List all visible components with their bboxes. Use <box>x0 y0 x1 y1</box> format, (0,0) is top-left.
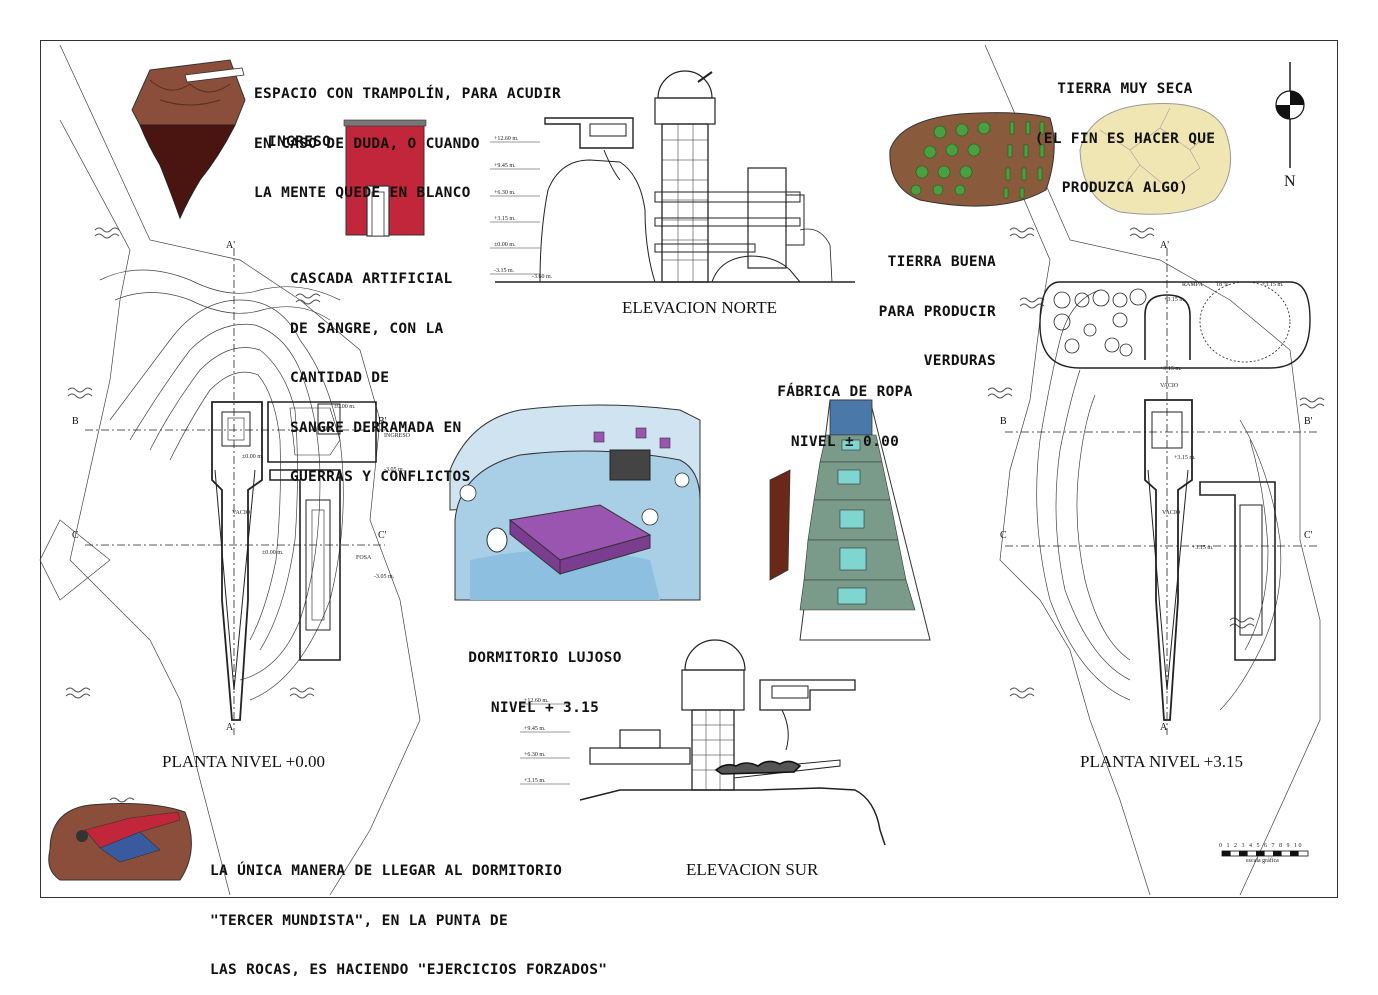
plan315-vacio-1: VACIO <box>1160 383 1179 389</box>
blood-waterfall-line-2: DE SANGRE, CON LA <box>290 320 444 337</box>
axis-b-right: B <box>1000 416 1007 427</box>
dry-soil-line-1: TIERRA MUY SECA <box>1057 81 1193 97</box>
only-way-line-1: LA ÚNICA MANERA DE LLEGAR AL DORMITORIO <box>210 863 563 879</box>
water-symbols <box>65 227 1325 809</box>
bedroom-note: DORMITORIO LUJOSO NIVEL + 3.15 <box>460 617 630 733</box>
level-sur-315: +3.15 m. <box>524 778 546 784</box>
bedroom-line-2: NIVEL + 3.15 <box>490 699 600 716</box>
level-norte-315: +3.15 m. <box>494 216 516 222</box>
trampoline-note-line-2: EN CASO DE DUDA, O CUANDO <box>254 135 480 152</box>
north-label: N <box>1284 173 1296 190</box>
blood-waterfall-note: CASCADA ARTIFICIAL DE SANGRE, CON LA CAN… <box>290 238 471 502</box>
good-soil-line-2: PARA PRODUCIR <box>878 303 996 320</box>
plan-level-315 <box>1005 248 1320 735</box>
trampoline-rock-illustration <box>131 59 246 220</box>
plan0-level-d: -3.05 m. <box>384 467 405 473</box>
plan0-level-a: ±0.00 m. <box>334 404 356 410</box>
factory-line-1: FÁBRICA DE ROPA <box>777 384 913 400</box>
level-sur-945: +9.45 m. <box>524 726 546 732</box>
level-markers-north <box>490 141 570 785</box>
axis-b-prime-left: B' <box>378 416 387 427</box>
scale-label: escala gráfica <box>1246 858 1279 864</box>
factory-illustration <box>769 399 931 641</box>
blood-waterfall-line-5: GUERRAS Y CONFLICTOS <box>290 469 471 485</box>
only-way-line-3: LAS ROCAS, ES HACIENDO "EJERCICIOS FORZA… <box>210 962 608 978</box>
plan315-level-d: +3.15 m. <box>1174 455 1196 461</box>
blood-waterfall-line-4: SANGRE DERRAMADA EN <box>290 419 462 436</box>
drawing-sheet <box>40 40 1338 898</box>
plan315-level-c: +3.15 m. <box>1160 366 1182 372</box>
axis-a-prime-left: A' <box>226 240 236 251</box>
dry-soil-note: TIERRA MUY SECA (EL FIN ES HACER QUE PRO… <box>1020 48 1230 213</box>
axis-c-left: C <box>72 530 79 541</box>
drawing-linework <box>39 44 1325 896</box>
trampoline-note-line-1: ESPACIO CON TRAMPOLÍN, PARA ACUDIR <box>254 86 562 102</box>
level-sur-1260: +12.60 m. <box>524 698 549 704</box>
plan0-level-b: ±0.00 m. <box>242 454 264 460</box>
axis-b-left: B <box>72 416 79 427</box>
only-way-note: LA ÚNICA MANERA DE LLEGAR AL DORMITORIO … <box>210 830 607 995</box>
plan0-level-c: ±0.00 m. <box>262 550 284 556</box>
axis-c-right: C <box>1000 530 1007 541</box>
elevation-north <box>495 70 855 283</box>
level-sur-630: +6.30 m. <box>524 752 546 758</box>
dry-soil-illustration <box>1079 103 1232 215</box>
axis-c-prime-left: C' <box>378 530 387 541</box>
level-norte-945: +9.45 m. <box>494 163 516 169</box>
blood-waterfall-line-1: CASCADA ARTIFICIAL <box>290 271 453 287</box>
plan-level-0 <box>85 248 385 735</box>
level-norte-1260: +12.60 m. <box>494 136 519 142</box>
scale-bar <box>1221 850 1309 857</box>
elevation-south <box>579 639 886 846</box>
good-soil-line-1: TIERRA BUENA <box>887 254 996 270</box>
plan315-level-b: +3.15 m. <box>1262 282 1284 288</box>
entrance-wall-illustration <box>343 119 427 237</box>
level-norte-000: ±0.00 m. <box>494 242 516 248</box>
entrance-note: INGRESO <box>268 134 332 150</box>
scale-ticks: 0 1 2 3 4 5 6 7 8 9 10 <box>1219 843 1303 849</box>
north-arrow <box>1275 62 1305 168</box>
axis-a-prime-right: A' <box>1160 240 1170 251</box>
axis-c-prime-right: C' <box>1304 530 1313 541</box>
plan315-level-a: +3.15 m. <box>1164 297 1186 303</box>
level-norte-630: +6.30 m. <box>494 190 516 196</box>
bedroom-illustration <box>449 404 701 601</box>
trampoline-note-line-3: LA MENTE QUEDE EN BLANCO <box>254 185 471 201</box>
plan0-fosa: FOSA <box>356 555 372 561</box>
plan315-vacio-2: VACIO <box>1162 510 1181 516</box>
factory-line-2: NIVEL ± 0.00 <box>790 433 900 450</box>
south-elevation-title: ELEVACION SUR <box>686 860 819 879</box>
good-soil-line-3: VERDURAS <box>923 353 996 369</box>
dry-soil-line-3: PRODUZCA ALGO) <box>1061 180 1189 196</box>
axis-a-right: A <box>1160 722 1168 733</box>
level-norte-m315: -3.15 m. <box>494 268 515 274</box>
plan0-vacio-1: VACIO <box>312 426 331 432</box>
trees <box>1053 288 1147 357</box>
terrain-right <box>984 44 1321 896</box>
dry-soil-line-2: (EL FIN ES HACER QUE <box>1034 130 1216 147</box>
trampoline-note: ESPACIO CON TRAMPOLÍN, PARA ACUDIR EN CA… <box>254 53 561 218</box>
plan0-level-e: -3.05 m. <box>374 574 395 580</box>
blood-waterfall-line-3: CANTIDAD DE <box>290 370 390 386</box>
plan-level-0-title: PLANTA NIVEL +0.00 <box>162 752 325 771</box>
plan0-ingreso: INGRESO <box>384 433 411 439</box>
level-norte-m360: -3.60 m. <box>532 274 553 280</box>
axis-b-prime-right: B' <box>1304 416 1313 427</box>
axis-a-left: A <box>226 722 234 733</box>
factory-note: FÁBRICA DE ROPA NIVEL ± 0.00 <box>760 351 930 467</box>
north-elevation-title: ELEVACION NORTE <box>622 298 777 317</box>
plan315-rampa: RAMPA <box>1182 282 1203 288</box>
plan-level-315-title: PLANTA NIVEL +3.15 <box>1080 752 1243 771</box>
exercise-rock-illustration <box>48 803 192 881</box>
plan0-vacio-2: VACIO <box>232 510 251 516</box>
good-soil-illustration <box>889 112 1055 207</box>
only-way-line-2: "TERCER MUNDISTA", EN LA PUNTA DE <box>210 912 508 929</box>
plan315-level-e: +3.15 m. <box>1192 545 1214 551</box>
plan315-rampa-pct: 18 % <box>1216 282 1229 288</box>
bedroom-line-1: DORMITORIO LUJOSO <box>468 650 622 666</box>
good-soil-note: TIERRA BUENA PARA PRODUCIR VERDURAS <box>872 221 996 386</box>
